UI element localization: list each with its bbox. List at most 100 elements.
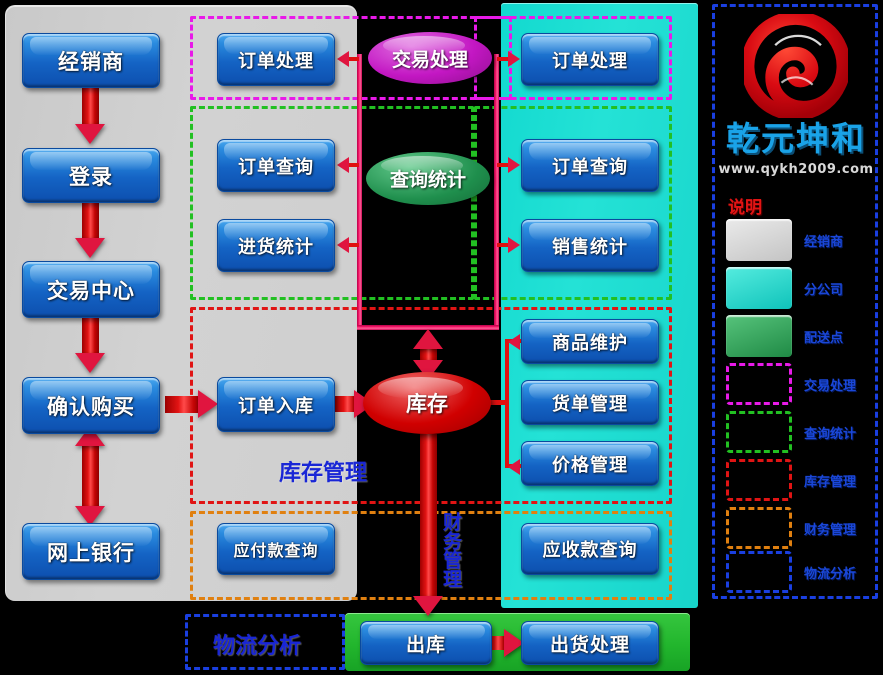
legend-label-logistics: 物流分析 (804, 566, 857, 582)
hub-transaction-processing-label: 交易处理 (391, 48, 468, 71)
node-purchase-stats-dealer[interactable]: 进货统计 (217, 219, 335, 272)
legend-label-inventory: 库存管理 (804, 474, 857, 490)
node-login[interactable]: 登录 (22, 148, 160, 203)
node-shipping-order-branch[interactable]: 货单管理 (521, 380, 659, 425)
group-query-right (474, 106, 672, 300)
conn-query-to-orderquery-left (345, 163, 359, 167)
arrow-trans-orderproc-left-icon (337, 51, 349, 67)
legend-item-dealer: 经销商 (726, 219, 843, 261)
legend-item-logistics: 物流分析 (726, 551, 856, 593)
inventory-bus-to-ellipse (481, 400, 509, 405)
node-order-processing-dealer-label: 订单处理 (238, 50, 314, 72)
hub-inventory[interactable]: 库存 (363, 372, 491, 434)
arrow-confirm-to-orderin-icon (198, 390, 218, 418)
node-online-bank[interactable]: 网上银行 (22, 523, 160, 580)
group-query-left (190, 106, 474, 300)
flow-out-to-shipping (487, 636, 509, 650)
arrow-inventory-to-out-icon (413, 596, 443, 616)
panel-branch (501, 3, 698, 608)
node-shipping-order-branch-label: 货单管理 (552, 393, 628, 415)
conn-trans-to-orderproc-right (497, 57, 511, 61)
hub-inventory-label: 库存 (406, 392, 448, 416)
hub-connector-bottom (357, 325, 499, 330)
hub-connector-right (494, 54, 499, 330)
arrow-inventory-price-icon (508, 459, 520, 475)
node-order-query-dealer-label: 订单查询 (238, 156, 314, 178)
legend-swatch-transaction (726, 363, 792, 405)
flow-confirm-bank (82, 440, 99, 512)
node-payable-query-dealer[interactable]: 应付款查询 (217, 523, 335, 575)
legend-label-dealer: 经销商 (804, 234, 844, 250)
legend-label-transaction: 交易处理 (804, 378, 857, 394)
node-order-processing-branch[interactable]: 订单处理 (521, 33, 659, 86)
legend-swatch-query (726, 411, 792, 453)
hub-connector-left (357, 54, 362, 330)
legend-swatch-branch (726, 267, 792, 309)
legend-swatch-logistics (726, 551, 792, 593)
company-logo: 乾元坤和 www.qykh2009.com (718, 11, 874, 177)
arrow-query-purchase-left-icon (337, 237, 349, 253)
node-out-stock[interactable]: 出库 (360, 621, 492, 665)
legend-label-query: 查询统计 (804, 426, 857, 442)
arrow-query-orderquery-left-icon (337, 157, 349, 173)
legend-swatch-delivery (726, 315, 792, 357)
legend-item-query: 查询统计 (726, 411, 856, 453)
label-logistics-analysis: 物流分析 (213, 628, 301, 660)
flow-login-to-center (82, 202, 99, 244)
node-online-bank-label: 网上银行 (47, 540, 135, 565)
legend-heading: 说明 (728, 198, 762, 218)
hub-transaction-processing[interactable]: 交易处理 (368, 32, 492, 84)
conn-query-to-sales-right (497, 243, 511, 247)
label-finance-management-text: 财务管理 (440, 512, 462, 588)
node-price-management-branch-label: 价格管理 (552, 454, 628, 476)
legend-label-delivery: 配送点 (804, 330, 844, 346)
node-confirm-purchase-label: 确认购买 (47, 394, 135, 419)
conn-trans-to-orderproc-left (345, 57, 359, 61)
hub-query-statistics[interactable]: 查询统计 (366, 152, 490, 205)
flow-confirm-to-orderin (165, 396, 203, 413)
node-dealer-label: 经销商 (58, 49, 124, 74)
node-confirm-purchase[interactable]: 确认购买 (22, 377, 160, 434)
legend-swatch-dealer (726, 219, 792, 261)
hub-query-statistics-label: 查询统计 (389, 169, 466, 191)
legend-swatch-finance (726, 507, 792, 549)
node-purchase-stats-dealer-label: 进货统计 (238, 236, 314, 258)
flow-center-to-confirm (82, 317, 99, 359)
node-dealer[interactable]: 经销商 (22, 33, 160, 88)
node-trade-center-label: 交易中心 (47, 278, 135, 303)
conn-query-to-orderquery-right (497, 163, 511, 167)
arrow-login-to-center-icon (75, 238, 105, 258)
legend-swatch-inventory (726, 459, 792, 501)
node-order-instock-dealer[interactable]: 订单入库 (217, 377, 335, 432)
node-order-processing-dealer[interactable]: 订单处理 (217, 33, 335, 86)
legend-item-finance: 财务管理 (726, 507, 856, 549)
node-price-management-branch[interactable]: 价格管理 (521, 441, 659, 486)
arrow-inventory-up-icon (413, 329, 443, 349)
node-order-query-dealer[interactable]: 订单查询 (217, 139, 335, 192)
arrow-query-orderquery-right-icon (508, 157, 520, 173)
node-sales-stats-branch[interactable]: 销售统计 (521, 219, 659, 272)
node-payable-query-dealer-label: 应付款查询 (233, 541, 319, 560)
flow-dealer-to-login (82, 86, 99, 130)
arrow-trans-orderproc-right-icon (508, 51, 520, 67)
node-login-label: 登录 (69, 164, 113, 189)
node-goods-maintenance-branch-label: 商品维护 (552, 332, 628, 354)
node-receivable-query-branch-label: 应收款查询 (542, 540, 638, 561)
flow-orderin-to-inventory (335, 396, 360, 412)
node-shipping-processing[interactable]: 出货处理 (521, 621, 659, 665)
node-order-query-branch[interactable]: 订单查询 (521, 139, 659, 192)
label-inventory-management-text: 库存管理 (279, 461, 368, 486)
red-spiral-logo-icon (740, 11, 851, 121)
node-trade-center[interactable]: 交易中心 (22, 261, 160, 318)
node-order-instock-dealer-label: 订单入库 (238, 395, 314, 417)
node-order-query-branch-label: 订单查询 (552, 156, 628, 178)
arrow-query-sales-right-icon (508, 237, 520, 253)
label-logistics-analysis-text: 物流分析 (213, 634, 302, 659)
legend-item-inventory: 库存管理 (726, 459, 856, 501)
node-receivable-query-branch[interactable]: 应收款查询 (521, 523, 659, 575)
legend-label-finance: 财务管理 (804, 522, 857, 538)
legend-item-branch: 分公司 (726, 267, 843, 309)
node-goods-maintenance-branch[interactable]: 商品维护 (521, 319, 659, 364)
node-sales-stats-branch-label: 销售统计 (552, 236, 628, 258)
